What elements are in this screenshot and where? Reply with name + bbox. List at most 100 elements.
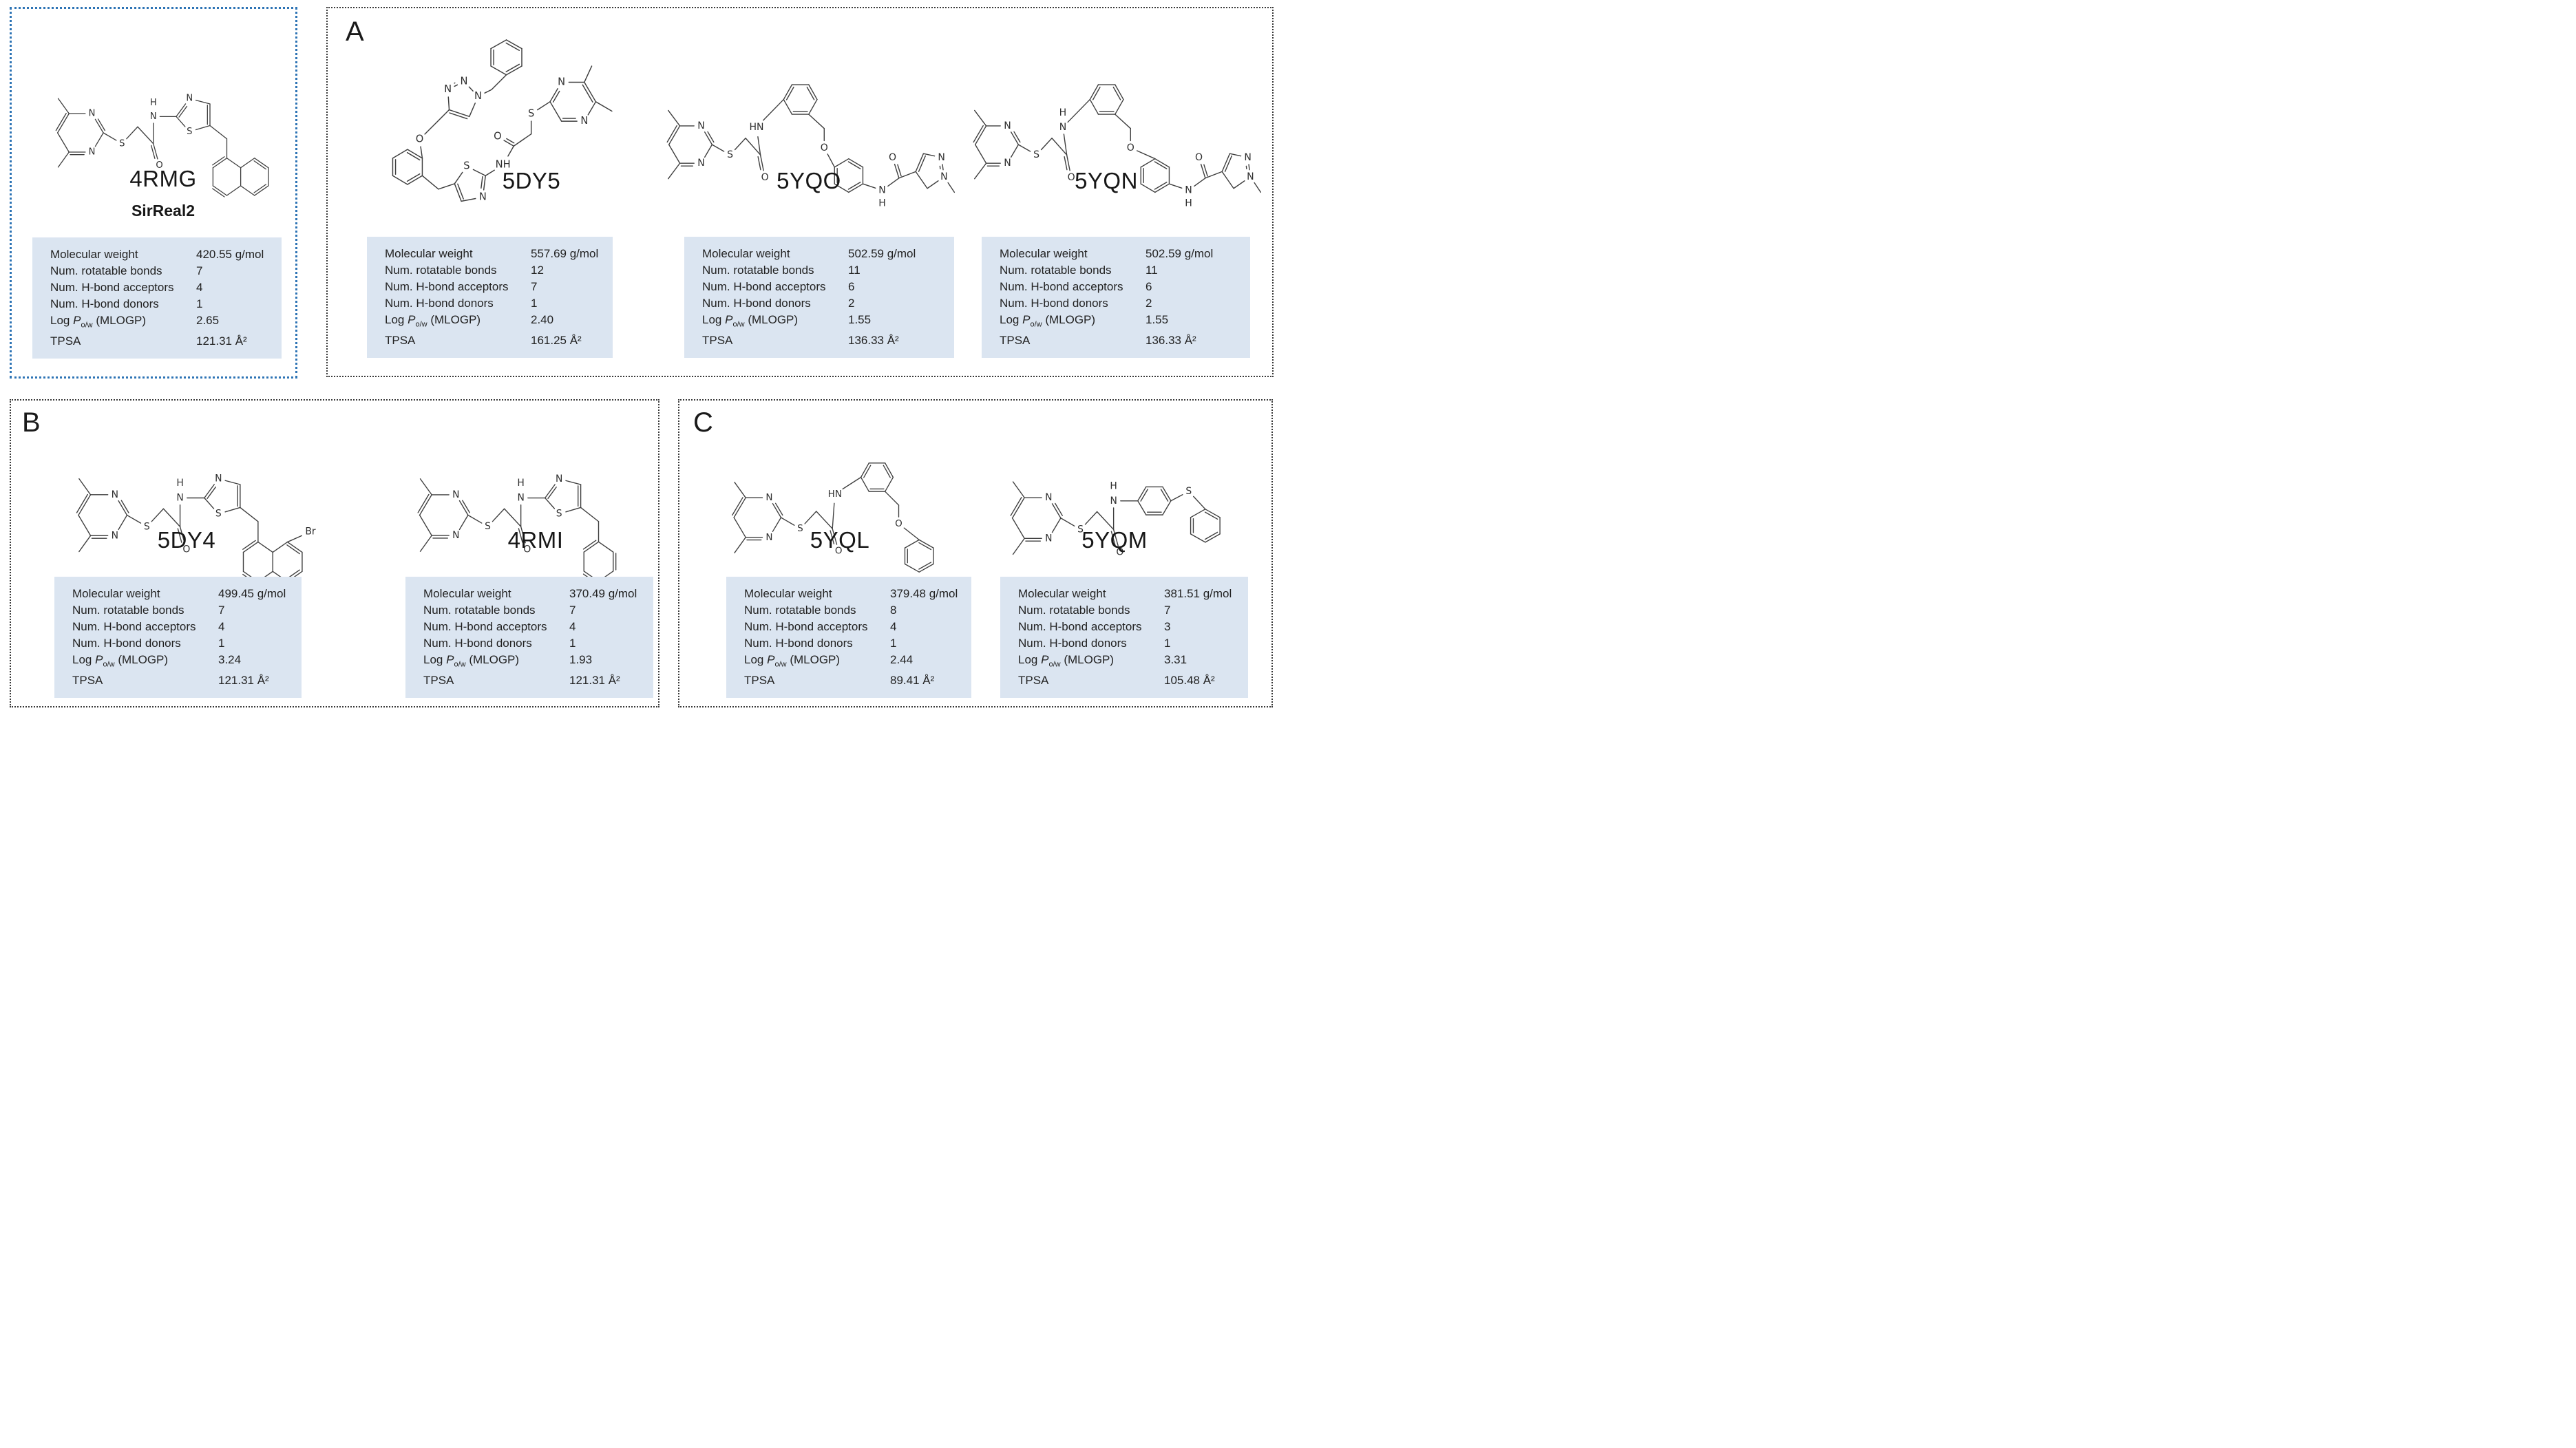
property-value: 7 (569, 604, 576, 617)
property-value: 2.65 (196, 314, 220, 327)
property-row: Log Po/w (MLOGP)2.40 (385, 312, 609, 332)
property-label: Num. rotatable bonds (1000, 264, 1112, 277)
property-label: Molecular weight (702, 247, 790, 260)
svg-text:N: N (697, 120, 705, 131)
property-label: Molecular weight (50, 248, 138, 261)
property-label: Num. H-bond acceptors (1000, 280, 1123, 293)
property-value: 7 (196, 264, 203, 277)
property-label: Molecular weight (744, 587, 832, 600)
svg-text:O: O (1127, 142, 1134, 153)
svg-text:N: N (697, 158, 705, 169)
svg-text:N: N (474, 90, 482, 102)
property-value: 7 (531, 280, 538, 293)
svg-text:N: N (176, 493, 183, 504)
svg-text:S: S (463, 160, 469, 172)
property-label: Log Po/w (MLOGP) (1000, 313, 1096, 329)
property-value: 2 (848, 297, 855, 310)
property-label: Num. H-bond donors (72, 637, 181, 650)
svg-text:N: N (938, 152, 945, 163)
property-value: 12 (531, 264, 544, 277)
property-label: Molecular weight (385, 247, 473, 260)
svg-text:O: O (523, 544, 531, 555)
compound-name: 5DY4 (157, 527, 216, 553)
panel-b-label: B (22, 407, 41, 438)
property-value: 1 (196, 297, 203, 310)
property-value: 370.49 g/mol (569, 587, 637, 600)
compound-subtitle: SirReal2 (131, 202, 196, 220)
property-label: Log Po/w (MLOGP) (744, 653, 841, 669)
compound-name: 5DY5 (502, 168, 561, 193)
property-value: 2.44 (890, 653, 914, 666)
svg-text:H: H (517, 478, 524, 489)
property-label: Num. H-bond acceptors (385, 280, 509, 293)
property-row: Log Po/w (MLOGP) 1.55 (1000, 312, 1246, 332)
svg-text:N: N (1244, 152, 1252, 163)
property-value: 1 (1164, 637, 1171, 650)
property-value: 557.69 g/mol (531, 247, 599, 260)
property-row: Log Po/w (MLOGP)2.65 (50, 312, 277, 333)
svg-text:N: N (444, 83, 452, 95)
compound-name: 4RMI (507, 527, 564, 553)
svg-text:O: O (1068, 172, 1075, 183)
property-row: Log Po/w (MLOGP) 1.55 (702, 312, 950, 332)
property-value: 381.51 g/mol (1164, 587, 1232, 600)
property-value: 502.59 g/mol (848, 247, 916, 260)
property-label: TPSA (1000, 334, 1031, 348)
property-value: 1.55 (848, 313, 872, 326)
svg-text:H: H (878, 198, 886, 209)
svg-text:S: S (556, 509, 562, 520)
svg-text:S: S (797, 523, 803, 534)
property-value: 1.55 (1146, 313, 1169, 326)
svg-text:N: N (1045, 492, 1052, 503)
svg-text:S: S (1185, 486, 1192, 497)
property-value: 502.59 g/mol (1146, 247, 1214, 260)
svg-text:S: S (1077, 524, 1084, 535)
svg-text:H: H (1185, 198, 1192, 209)
property-row: Log Po/w (MLOGP)3.31 (1018, 652, 1244, 672)
property-label: TPSA (702, 334, 733, 348)
property-label: Num. H-bond acceptors (1018, 620, 1142, 633)
property-value: 161.25 Å² (531, 334, 582, 348)
svg-text:O: O (416, 134, 424, 145)
svg-text:N: N (517, 493, 524, 504)
property-label: Num. rotatable bonds (1018, 604, 1130, 617)
compound-name: 5YQO (777, 168, 841, 193)
compound-name: 5YQN (1075, 168, 1138, 193)
svg-text:O: O (1195, 152, 1203, 163)
svg-text:N: N (878, 185, 886, 196)
property-label: Num. H-bond donors (1000, 297, 1108, 310)
property-value: 4 (569, 620, 576, 633)
svg-text:S: S (727, 149, 733, 160)
property-label: Num. rotatable bonds (744, 604, 856, 617)
svg-text:N: N (215, 473, 222, 485)
property-label: Log Po/w (MLOGP) (702, 313, 799, 329)
